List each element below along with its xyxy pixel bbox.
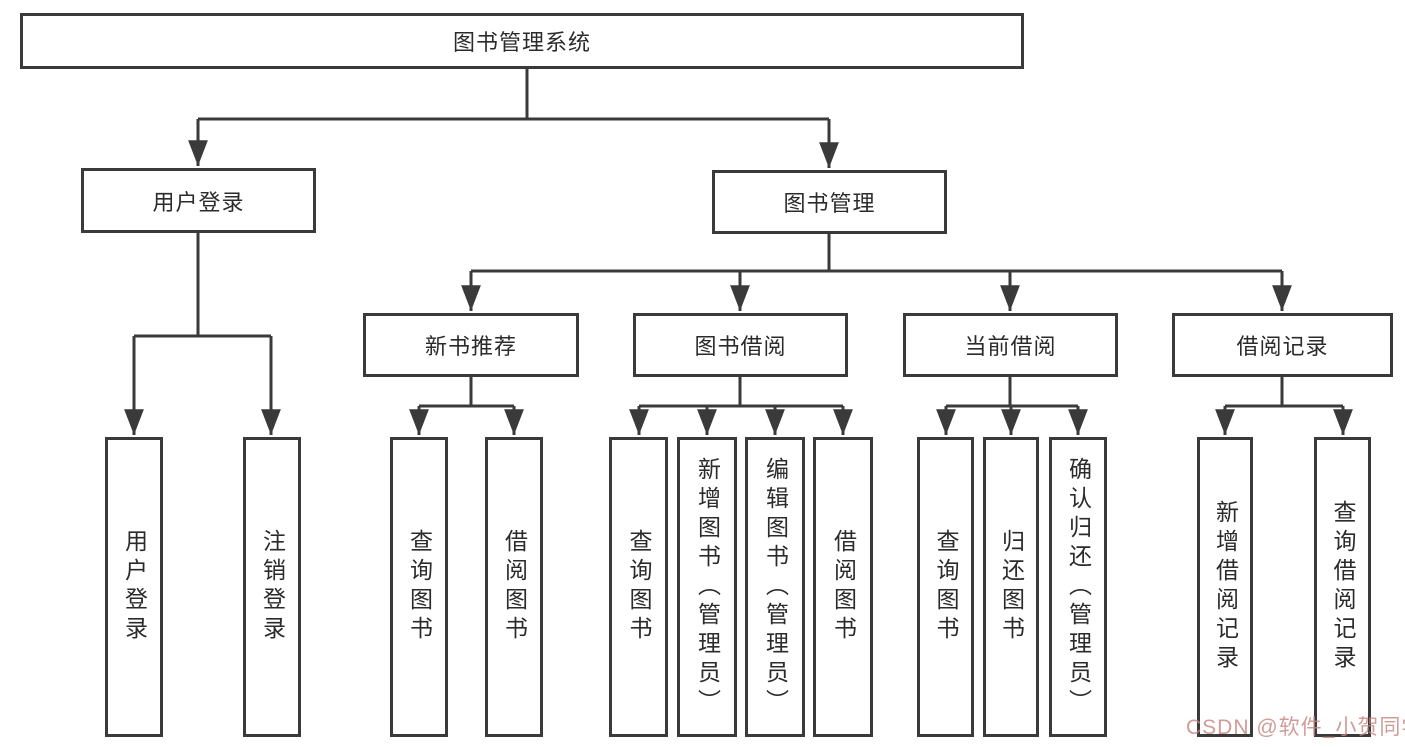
node-new-book-recommend: 新书推荐 [363,313,579,377]
leaf-edit-books-admin-label: 编辑图书（管理员） [762,456,789,718]
leaf-user-login-label: 用户登录 [121,529,148,645]
connector-records-children [1215,377,1353,435]
leaf-return-books-label: 归还图书 [998,529,1025,645]
leaf-query-borrow-record-label: 查询借阅记录 [1330,500,1356,674]
leaf-logout: 注销登录 [243,437,301,737]
leaf-borrow-books-label: 借阅图书 [830,529,857,645]
node-library-management-system: 图书管理系统 [20,13,1024,69]
leaf-confirm-return-admin-label: 确认归还（管理员） [1065,456,1092,718]
leaf-add-borrow-record: 新增借阅记录 [1197,437,1253,737]
leaf-borrow-query-books-label: 查询图书 [626,529,652,645]
connector-root-to-level1 [188,69,839,168]
leaf-recommend-query-books-label: 查询图书 [406,529,433,645]
connector-recommend-children [409,377,524,435]
leaf-add-borrow-record-label: 新增借阅记录 [1212,500,1239,674]
leaf-add-books-admin-label: 新增图书（管理员） [694,456,721,718]
leaf-add-books-admin: 新增图书（管理员） [677,437,737,737]
csdn-watermark: CSDN @软件_小贺同学 [1186,716,1405,739]
leaf-borrow-books: 借阅图书 [813,437,873,737]
node-user-login: 用户登录 [81,168,316,233]
leaf-return-books: 归还图书 [983,437,1039,737]
leaf-borrow-query-books: 查询图书 [609,437,668,737]
leaf-recommend-query-books: 查询图书 [390,437,448,737]
leaf-query-borrow-record: 查询借阅记录 [1314,437,1371,737]
leaf-logout-label: 注销登录 [259,529,286,645]
connector-management-groups [461,234,1292,311]
leaf-confirm-return-admin: 确认归还（管理员） [1049,437,1107,737]
connector-login-children [124,233,281,435]
node-book-borrow: 图书借阅 [633,313,848,377]
leaf-current-query-books-label: 查询图书 [933,529,959,645]
leaf-edit-books-admin: 编辑图书（管理员） [745,437,805,737]
leaf-recommend-borrow-books: 借阅图书 [485,437,543,737]
connector-current-children [936,377,1088,435]
node-borrow-records: 借阅记录 [1172,313,1393,377]
leaf-user-login: 用户登录 [105,437,163,737]
leaf-recommend-borrow-books-label: 借阅图书 [501,529,528,645]
node-current-borrow: 当前借阅 [903,313,1118,377]
node-book-management: 图书管理 [712,170,947,234]
leaf-current-query-books: 查询图书 [917,437,974,737]
connector-borrow-children [629,377,853,435]
